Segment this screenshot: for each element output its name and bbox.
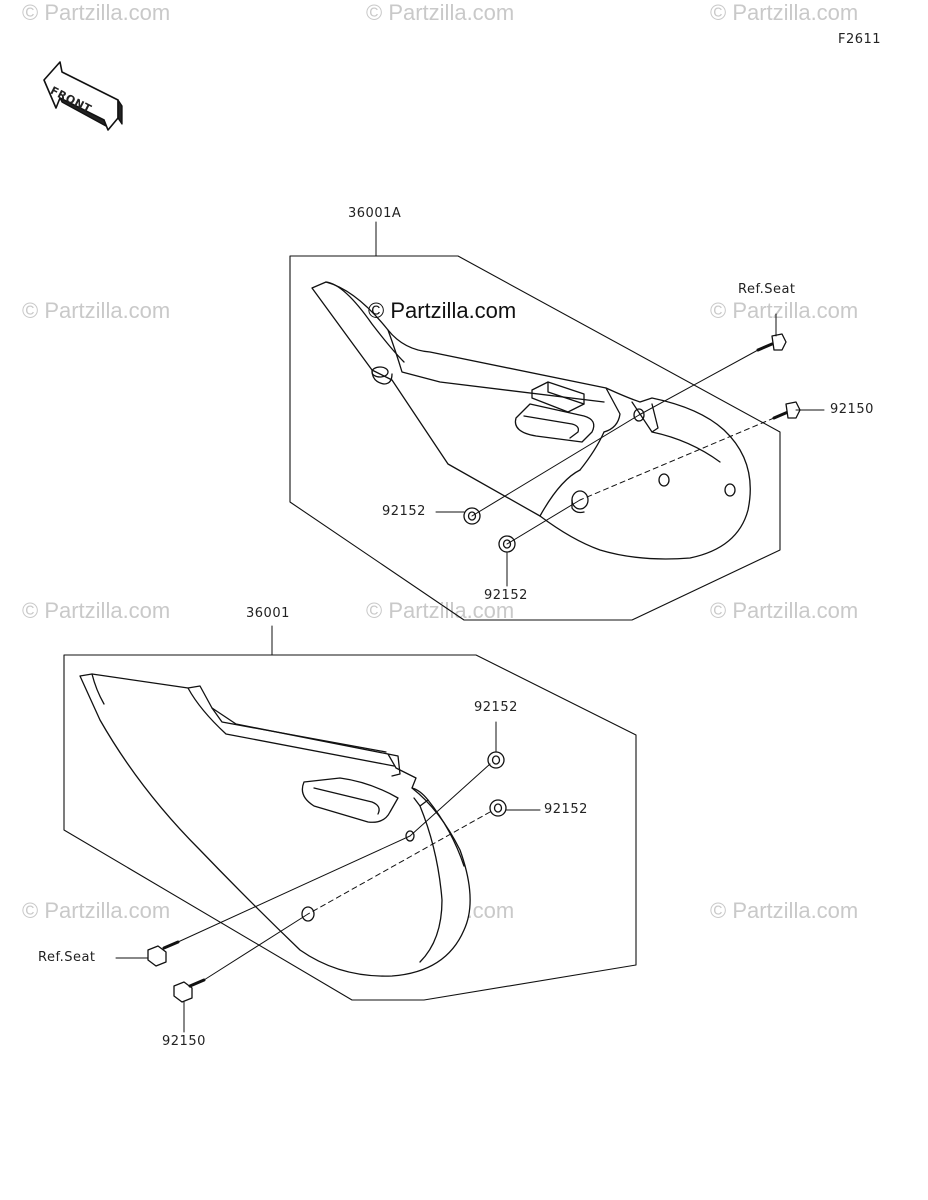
label-92150-upper: 92150 — [830, 402, 874, 417]
watermark: © Partzilla.com — [710, 598, 859, 623]
part-number-36001: 36001 — [246, 606, 290, 621]
lower-collar-top-icon — [487, 751, 505, 769]
watermark: © Partzilla.com — [710, 898, 859, 923]
label-92150-lower: 92150 — [162, 1034, 206, 1049]
figure-code: F2611 — [838, 32, 882, 47]
upper-92150-bolt-icon — [772, 401, 801, 420]
lower-side-cover — [79, 673, 471, 977]
lower-92150-bolt-icon — [173, 978, 206, 1003]
label-92152-lower-right: 92152 — [544, 802, 588, 817]
watermark: © Partzilla.com — [710, 298, 859, 323]
watermark: © Partzilla.com — [22, 898, 171, 923]
label-92152-upper-left: 92152 — [382, 504, 426, 519]
watermark: © Partzilla.com — [710, 0, 859, 25]
upper-side-cover — [311, 281, 751, 560]
watermark: © Partzilla.com — [366, 0, 515, 25]
lower-ref-seat-bolt-icon — [147, 940, 180, 967]
copyright-notice: © Partzilla.com — [368, 298, 517, 323]
lower-collar-right-icon — [489, 799, 507, 817]
upper-ref-seat-bolt-icon — [756, 333, 787, 352]
front-arrow-icon — [43, 61, 123, 131]
label-92152-upper-bottom: 92152 — [484, 588, 528, 603]
label-ref-seat-lower: Ref.Seat — [38, 950, 96, 965]
label-ref-seat-upper: Ref.Seat — [738, 282, 796, 297]
watermark: © Partzilla.com — [366, 598, 515, 623]
watermark: © Partzilla.com — [22, 0, 171, 25]
upper-boundary-box — [289, 255, 781, 621]
part-number-36001a: 36001A — [348, 206, 402, 221]
watermark: © Partzilla.com — [22, 598, 171, 623]
lower-boundary-box — [63, 654, 637, 1001]
watermark: © Partzilla.com — [22, 298, 171, 323]
label-92152-lower-top: 92152 — [474, 700, 518, 715]
